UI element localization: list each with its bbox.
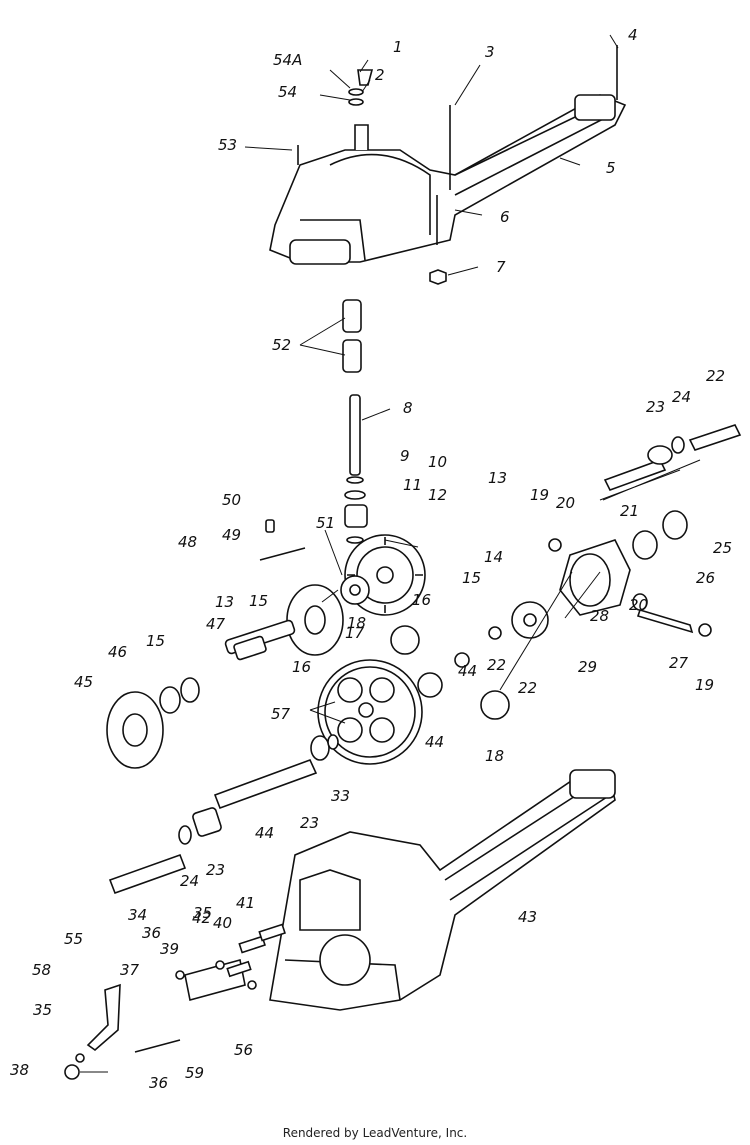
- callout-33: 33: [331, 787, 350, 805]
- callout-18: 18: [347, 614, 366, 632]
- callout-10: 10: [428, 453, 447, 471]
- callout-20: 20: [556, 494, 575, 512]
- spacer-tubes: [342, 299, 362, 373]
- callout-58: 58: [32, 961, 51, 979]
- callout-28: 28: [590, 607, 609, 625]
- callout-42: 42: [192, 909, 211, 927]
- callout-47: 47: [206, 615, 226, 633]
- callout-8: 8: [403, 399, 413, 417]
- callout-46: 46: [108, 643, 127, 661]
- callout-1: 1: [393, 38, 403, 56]
- callout-21: 21: [620, 502, 639, 520]
- callout-19: 19: [530, 486, 549, 504]
- callout-49: 49: [222, 526, 241, 544]
- callout-19: 19: [695, 676, 714, 694]
- callout-53: 53: [218, 136, 237, 154]
- callout-26: 26: [696, 569, 715, 587]
- callout-50: 50: [222, 491, 241, 509]
- callout-34: 34: [128, 906, 147, 924]
- callout-51: 51: [316, 514, 335, 532]
- callout-15: 15: [249, 592, 268, 610]
- callout-56: 56: [234, 1041, 253, 1059]
- callout-20: 20: [629, 596, 648, 614]
- callout-45: 45: [74, 673, 93, 691]
- callout-40: 40: [213, 914, 232, 932]
- pinion-gears: [340, 575, 549, 720]
- callout-27: 27: [669, 654, 689, 672]
- upper-housing: [269, 94, 627, 265]
- callout-3: 3: [485, 43, 495, 61]
- callout-36: 36: [142, 924, 161, 942]
- fasteners-top: [259, 45, 618, 561]
- callout-17: 17: [345, 624, 365, 642]
- callout-24: 24: [180, 872, 199, 890]
- callout-23: 23: [646, 398, 665, 416]
- callout-22: 22: [487, 656, 506, 674]
- callout-43: 43: [518, 908, 537, 926]
- callout-37: 37: [120, 961, 140, 979]
- callout-15: 15: [462, 569, 481, 587]
- callout-5: 5: [606, 159, 616, 177]
- callout-35: 35: [193, 904, 212, 922]
- callout-44: 44: [425, 733, 444, 751]
- differential-housing: [454, 424, 742, 668]
- callout-48: 48: [178, 533, 197, 551]
- callout-41: 41: [236, 894, 255, 912]
- callout-14: 14: [484, 548, 503, 566]
- axle-shafts: [108, 734, 339, 895]
- callout-24: 24: [672, 388, 691, 406]
- callout-15: 15: [146, 632, 165, 650]
- callout-54: 54: [278, 83, 297, 101]
- callout-29: 29: [578, 658, 597, 676]
- callout-54A: 54A: [273, 51, 302, 69]
- callout-57: 57: [271, 705, 291, 723]
- callout-18: 18: [485, 747, 504, 765]
- main-drive-gear: [317, 659, 423, 765]
- callout-52: 52: [272, 336, 291, 354]
- callout-13: 13: [488, 469, 507, 487]
- callout-59: 59: [185, 1064, 204, 1082]
- callout-9: 9: [400, 447, 410, 465]
- callout-7: 7: [496, 258, 506, 276]
- leader-lines: [80, 34, 701, 1073]
- callout-22: 22: [518, 679, 537, 697]
- callout-11: 11: [403, 476, 422, 494]
- callout-16: 16: [412, 591, 431, 609]
- callout-38: 38: [10, 1061, 29, 1079]
- callout-13: 13: [215, 593, 234, 611]
- callout-25: 25: [713, 539, 732, 557]
- footer-credit: Rendered by LeadVenture, Inc.: [282, 1126, 468, 1140]
- callout-39: 39: [160, 940, 179, 958]
- callout-4: 4: [628, 26, 638, 44]
- callout-2: 2: [375, 66, 385, 84]
- lower-housing: [269, 769, 616, 1011]
- callout-23: 23: [300, 814, 319, 832]
- callout-23: 23: [206, 861, 225, 879]
- callout-55: 55: [64, 930, 83, 948]
- input-shaft: [344, 394, 368, 544]
- callout-36: 36: [149, 1074, 168, 1092]
- callout-16: 16: [292, 658, 311, 676]
- callout-44: 44: [458, 662, 477, 680]
- callout-44: 44: [255, 824, 274, 842]
- pulley-and-gear: [106, 584, 344, 769]
- shift-linkage: [64, 923, 286, 1080]
- callout-35: 35: [33, 1001, 52, 1019]
- callout-22: 22: [706, 367, 725, 385]
- callout-6: 6: [500, 208, 510, 226]
- callout-12: 12: [428, 486, 447, 504]
